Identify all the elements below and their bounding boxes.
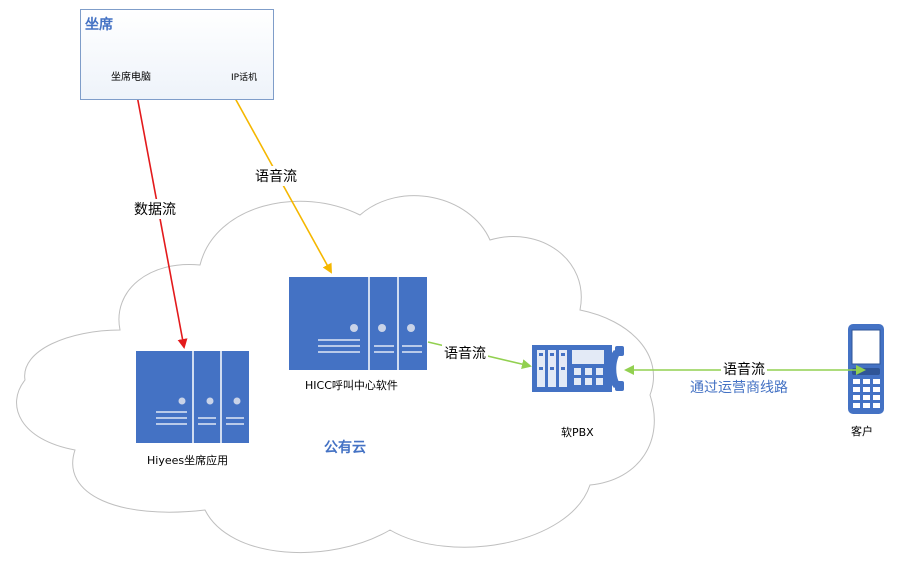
mobile-phone-icon	[848, 324, 884, 414]
agent-area-box	[80, 9, 274, 100]
voice-flow-pbx-label: 语音流	[442, 343, 488, 363]
public-cloud-shape	[16, 195, 655, 554]
voice-flow-customer-label: 语音流	[721, 359, 767, 379]
soft-pbx-icon	[532, 345, 624, 392]
hicc-software-label: HICC呼叫中心软件	[305, 379, 398, 392]
data-flow-label: 数据流	[132, 199, 178, 219]
carrier-line-label: 通过运营商线路	[690, 380, 788, 396]
hiyees-server-icon	[136, 351, 249, 443]
hicc-server-icon	[289, 277, 427, 370]
public-cloud-label: 公有云	[324, 440, 366, 456]
customer-label: 客户	[851, 425, 873, 438]
agent-pc-label: 坐席电脑	[111, 72, 151, 83]
ip-phone-label: IP话机	[231, 73, 258, 83]
soft-pbx-label: 软PBX	[561, 426, 594, 439]
voice-flow-phone-label: 语音流	[253, 166, 299, 186]
agent-area-title: 坐席	[85, 17, 113, 33]
hiyees-app-label: Hiyees坐席应用	[147, 454, 229, 467]
